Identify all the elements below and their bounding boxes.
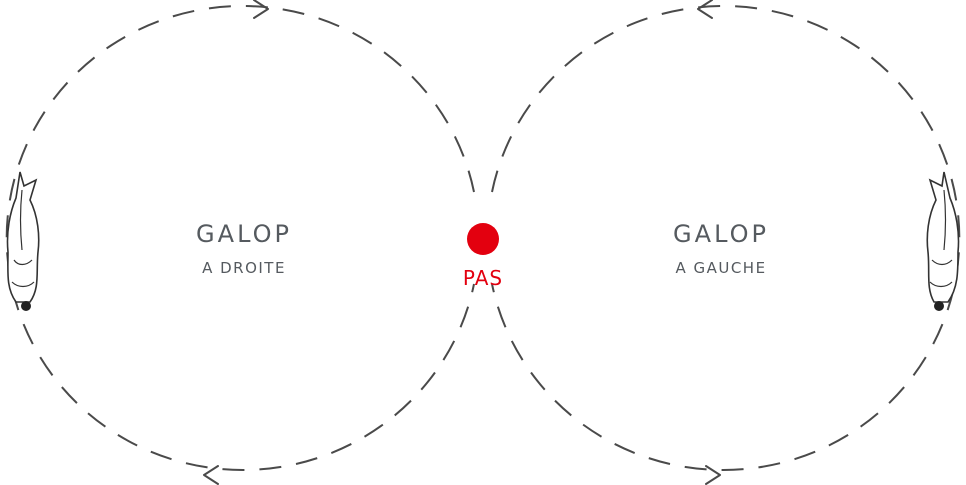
left-circle-subtitle: A DROITE <box>202 259 286 277</box>
pas-label: PAS <box>463 266 503 290</box>
arrow-left-icon <box>203 465 219 485</box>
arrow-right-icon <box>705 465 721 485</box>
horse-icon <box>6 171 40 311</box>
right-circle-title: GALOP <box>673 220 769 248</box>
left-circle-title: GALOP <box>196 220 292 248</box>
pas-dot <box>467 223 499 255</box>
arrow-left-icon <box>697 0 713 19</box>
left-circle-path <box>5 5 475 471</box>
right-circle-path <box>491 5 961 471</box>
arrow-right-icon <box>253 0 269 19</box>
right-circle-subtitle: A GAUCHE <box>675 259 766 277</box>
horse-icon <box>926 171 960 311</box>
